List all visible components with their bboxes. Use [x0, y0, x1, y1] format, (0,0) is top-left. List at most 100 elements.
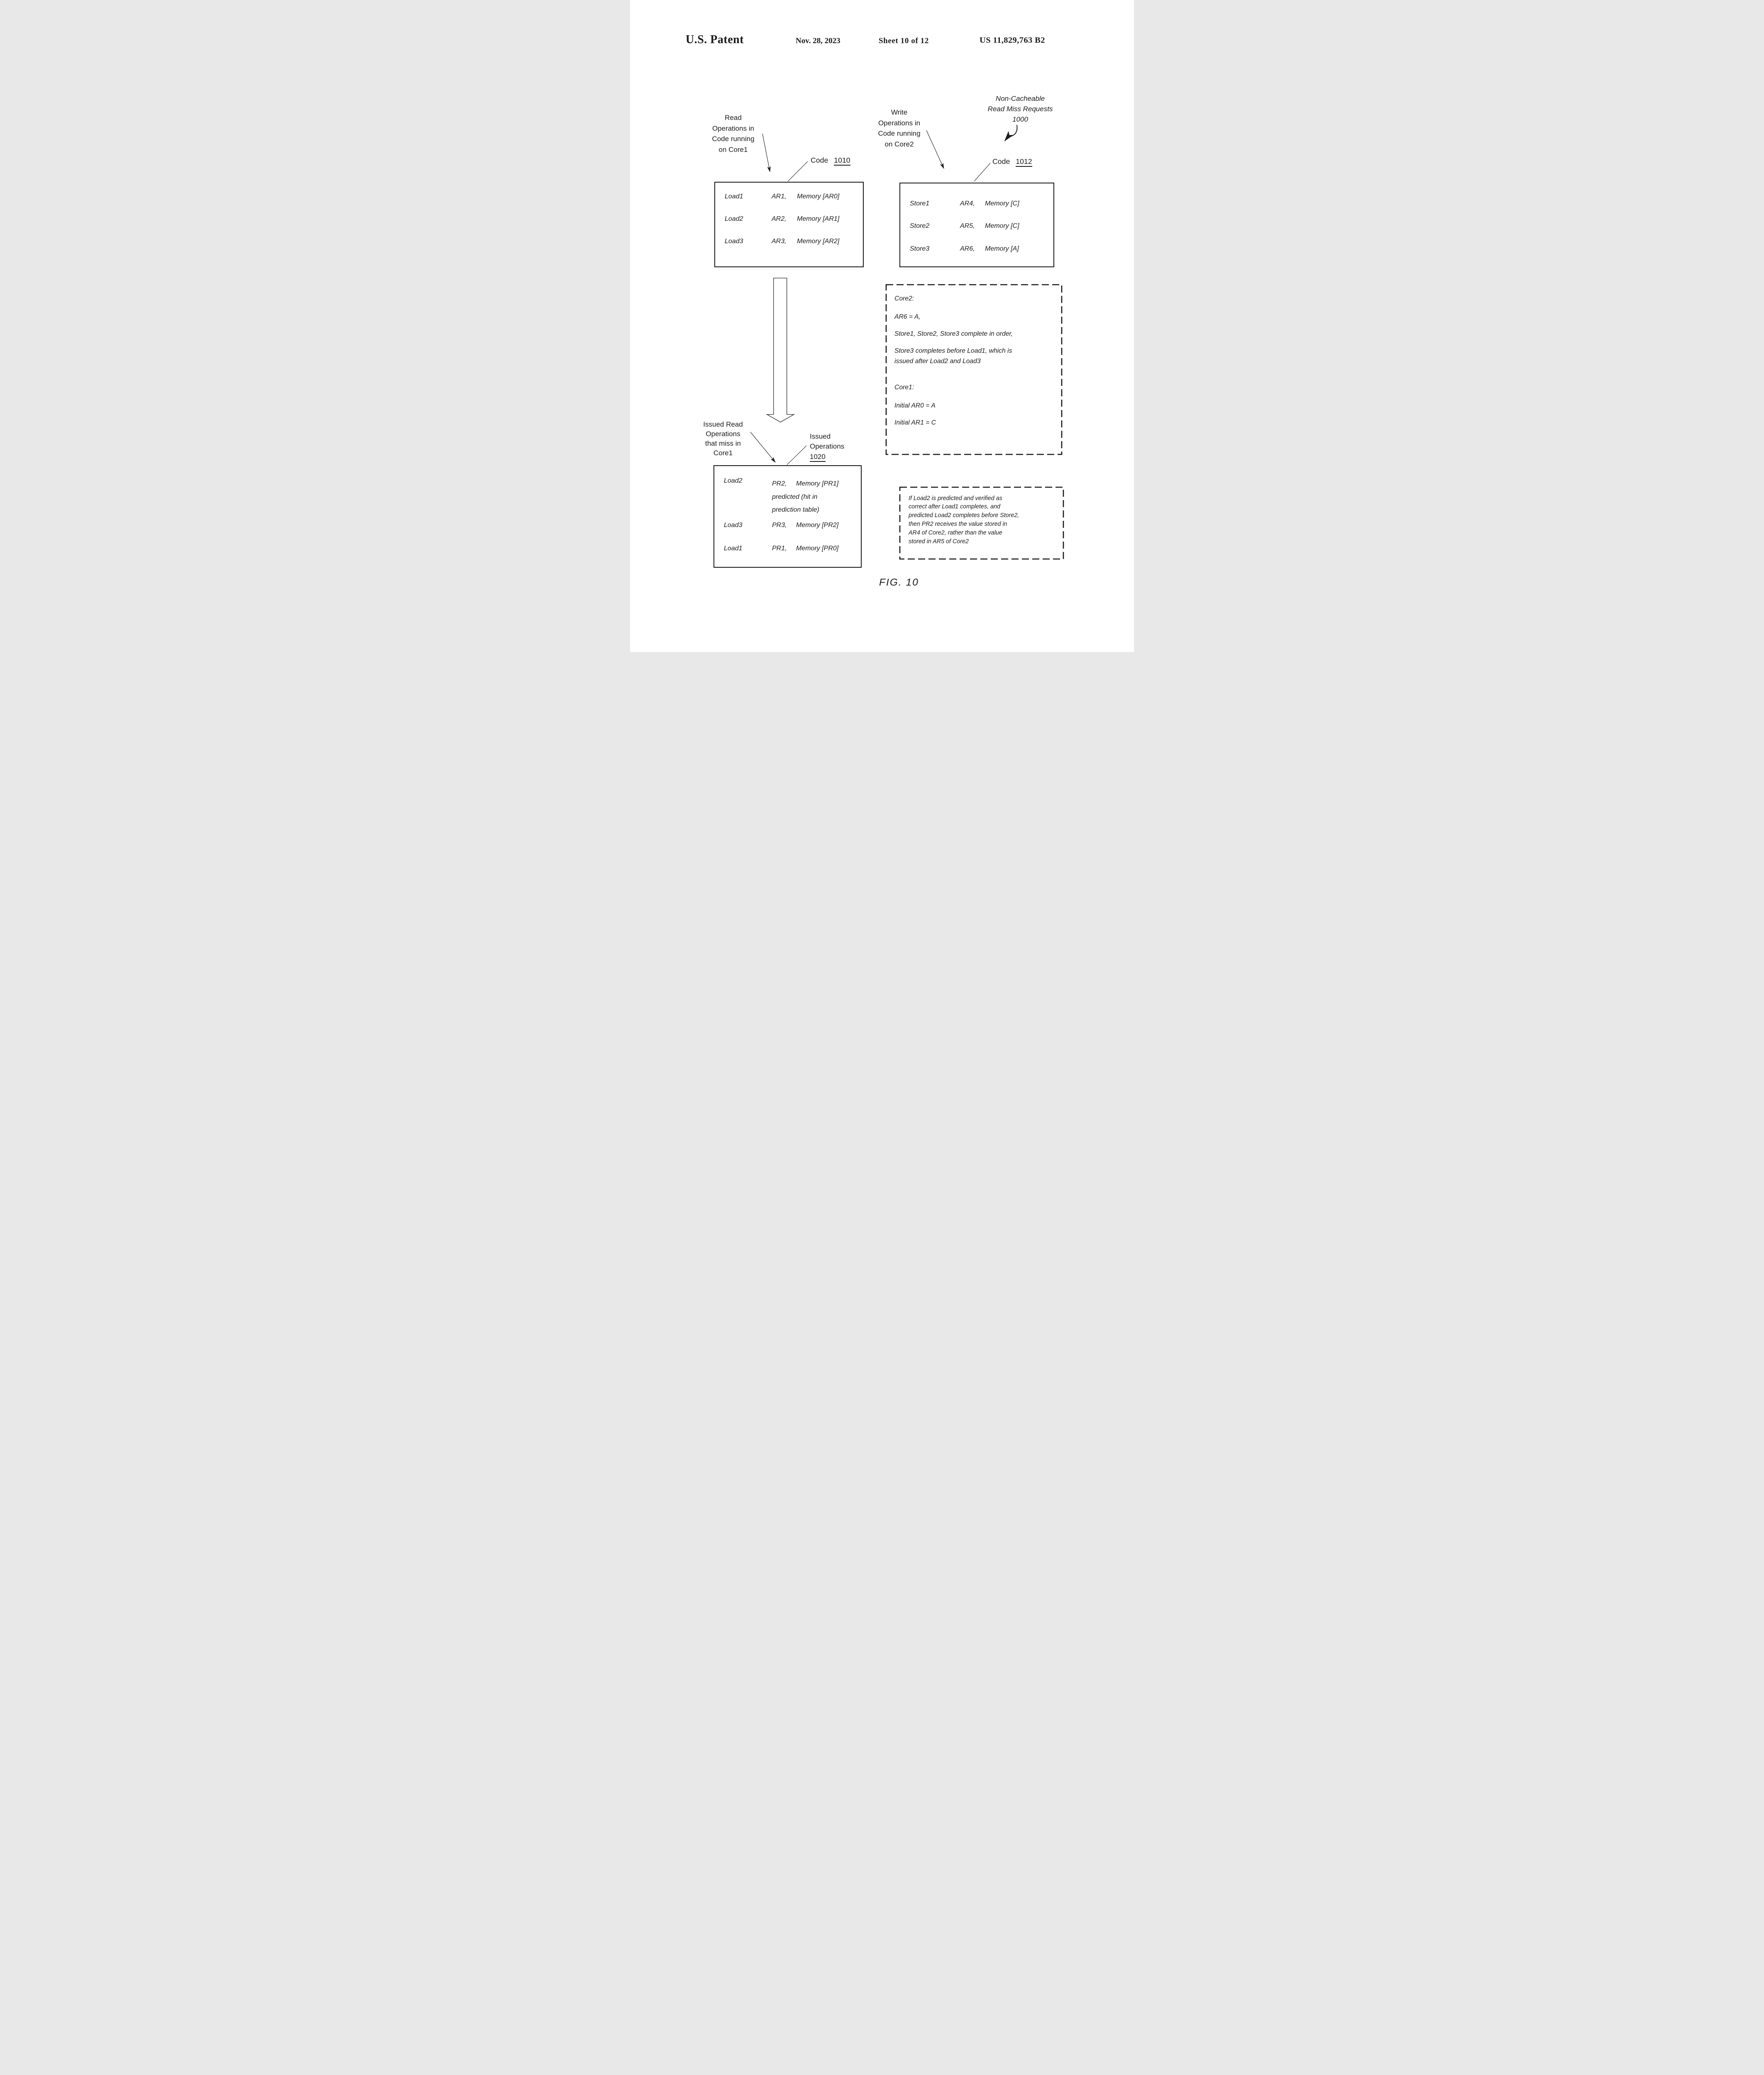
label-line: Issued Read	[703, 420, 743, 428]
code-1012-box: Store1 AR4,Memory [C] Store2 AR5,Memory …	[899, 183, 1054, 267]
register: AR1,	[772, 193, 787, 200]
constraint-core1-heading: Core1:	[894, 384, 914, 391]
operands: AR5, Memory [C]	[960, 222, 1019, 230]
note-line: correct after Load1 completes, and	[909, 503, 1000, 510]
note-line: then PR2 receives the value stored in	[909, 521, 1007, 528]
opcode: Load2	[724, 477, 743, 485]
header-patent-number: US 11,829,763 B2	[980, 36, 1045, 45]
operands: PR1, Memory [PR0]	[772, 545, 838, 552]
note-line: stored in AR5 of Core2	[909, 538, 969, 545]
operands: AR1,Memory [AR0]	[772, 193, 839, 200]
label-line: Non-Cacheable	[995, 95, 1045, 103]
code-1010-box: Load1 AR1,Memory [AR0] Load2 AR2, Memory …	[714, 182, 864, 267]
operands: PR3, Memory [PR2]	[772, 522, 838, 529]
label-line: Issued	[810, 432, 831, 440]
memory-operand: Memory [C]	[985, 200, 1019, 207]
code-row: Load3 AR3, Memory [AR2]	[715, 238, 863, 247]
code-row: Store3 AR6,Memory [A]	[900, 245, 1053, 254]
code-row: Load1 AR1,Memory [AR0]	[715, 193, 863, 202]
code-row: Load1 PR1, Memory [PR0]	[714, 545, 861, 554]
operand-line: predicted (hit in	[772, 493, 818, 500]
ref-1000-arrow	[1004, 124, 1018, 142]
constraint-ar6: AR6 = A,	[894, 313, 921, 320]
label-line: on Core1	[718, 145, 748, 154]
register: PR2,	[772, 480, 787, 488]
opcode: Store3	[910, 245, 930, 252]
header-date: Nov. 28, 2023	[796, 37, 840, 45]
label-issued-read-operations: Issued Read Operations that miss in Core…	[696, 420, 750, 458]
reference-numeral-1020: 1020	[810, 452, 826, 462]
note-box: If Load2 is predicted and verified as co…	[900, 487, 1063, 559]
memory-operand: Memory [AR1]	[797, 215, 840, 222]
code-row: Load3 PR3, Memory [PR2]	[714, 522, 861, 531]
code-row: Store1 AR4, Memory [C]	[900, 200, 1053, 209]
note-line: If Load2 is predicted and verified as	[909, 495, 1002, 502]
issued-operations-box: Load2 PR2, Memory [PR1] predicted (hit in…	[713, 465, 862, 568]
operands: AR4, Memory [C]	[960, 200, 1019, 208]
label-line: Code running	[712, 135, 755, 143]
memory-operand: Memory [AR2]	[797, 238, 840, 245]
label-line: Read Miss Requests	[987, 105, 1053, 113]
operands: PR2, Memory [PR1] predicted (hit in predi…	[772, 477, 838, 516]
label-read-operations: Read Operations in Code running on Core1	[704, 112, 763, 155]
opcode: Load2	[725, 215, 743, 222]
memory-operand: Memory [PR2]	[796, 522, 839, 529]
operand-line: PR2, Memory [PR1]	[772, 477, 838, 490]
label-line: Operations in	[712, 124, 755, 132]
patent-sheet: U.S. Patent Nov. 28, 2023 Sheet 10 of 12…	[630, 0, 1134, 652]
label-line: Core1	[713, 449, 733, 457]
label-non-cacheable-requests: Non-Cacheable Read Miss Requests 1000	[979, 93, 1062, 124]
label-text: Code	[992, 157, 1010, 166]
label-text: Code	[811, 156, 828, 164]
memory-operand: Memory [C]	[985, 222, 1019, 230]
page-title: U.S. Patent	[686, 33, 744, 46]
label-line: Read	[725, 114, 742, 122]
label-code-1010: Code 1010	[811, 156, 850, 166]
register: PR1,	[772, 545, 787, 552]
opcode: Load3	[724, 522, 743, 529]
code-row: Store2 AR5,Memory [C]	[900, 222, 1053, 232]
opcode: Load1	[724, 545, 743, 552]
reference-numeral-1000: 1000	[1012, 115, 1028, 123]
label-line: Operations	[706, 430, 740, 438]
operands: AR2, Memory [AR1]	[772, 215, 839, 223]
label-line: on Core2	[884, 140, 914, 148]
constraints-box: Core2: AR6 = A, Store1, Store2, Store3 c…	[886, 285, 1062, 454]
register: AR3,	[772, 238, 787, 245]
label-line: that miss in	[705, 439, 741, 447]
memory-operand: Memory [PR0]	[796, 545, 839, 552]
figure-caption: FIG. 10	[879, 577, 919, 588]
operand-line: prediction table)	[772, 506, 819, 513]
issued-read-arrow	[750, 432, 776, 463]
label-line: Operations in	[878, 119, 921, 127]
header-sheet-number: Sheet 10 of 12	[879, 37, 929, 45]
operands: AR3, Memory [AR2]	[772, 238, 839, 245]
label-line: Write	[891, 108, 908, 116]
label-code-1012: Code 1012	[992, 157, 1032, 167]
label-write-operations: Write Operations in Code running on Core…	[870, 107, 929, 149]
label-line: Code running	[878, 129, 921, 137]
note-line: predicted Load2 completes before Store2,	[909, 512, 1019, 519]
note-line: AR4 of Core2, rather than the value	[909, 530, 1002, 536]
memory-operand: Memory [PR1]	[796, 480, 839, 488]
write-ops-arrow	[926, 130, 944, 169]
constraint-store3-line2: issued after Load2 and Load3	[894, 358, 981, 365]
register: AR5,	[960, 222, 975, 230]
code-1010-leader-line	[787, 161, 808, 182]
down-arrow-icon	[766, 278, 795, 422]
constraint-initial-ar0: Initial AR0 = A	[894, 402, 936, 409]
reference-numeral-1012: 1012	[1016, 157, 1032, 167]
reference-numeral-1010: 1010	[834, 156, 850, 166]
register: AR4,	[960, 200, 975, 207]
constraint-initial-ar1: Initial AR1 = C	[894, 419, 936, 426]
constraint-core2-heading: Core2:	[894, 295, 914, 303]
operands: AR6,Memory [A]	[960, 245, 1019, 253]
label-line: Operations	[810, 442, 845, 451]
opcode: Store1	[910, 200, 930, 207]
register: PR3,	[772, 522, 787, 529]
opcode: Load3	[725, 238, 743, 245]
issued-ops-leader-line	[787, 445, 807, 465]
register: AR6,	[960, 245, 975, 252]
register: AR2,	[772, 215, 787, 222]
label-issued-operations-1020: Issued Operations 1020	[810, 432, 844, 462]
